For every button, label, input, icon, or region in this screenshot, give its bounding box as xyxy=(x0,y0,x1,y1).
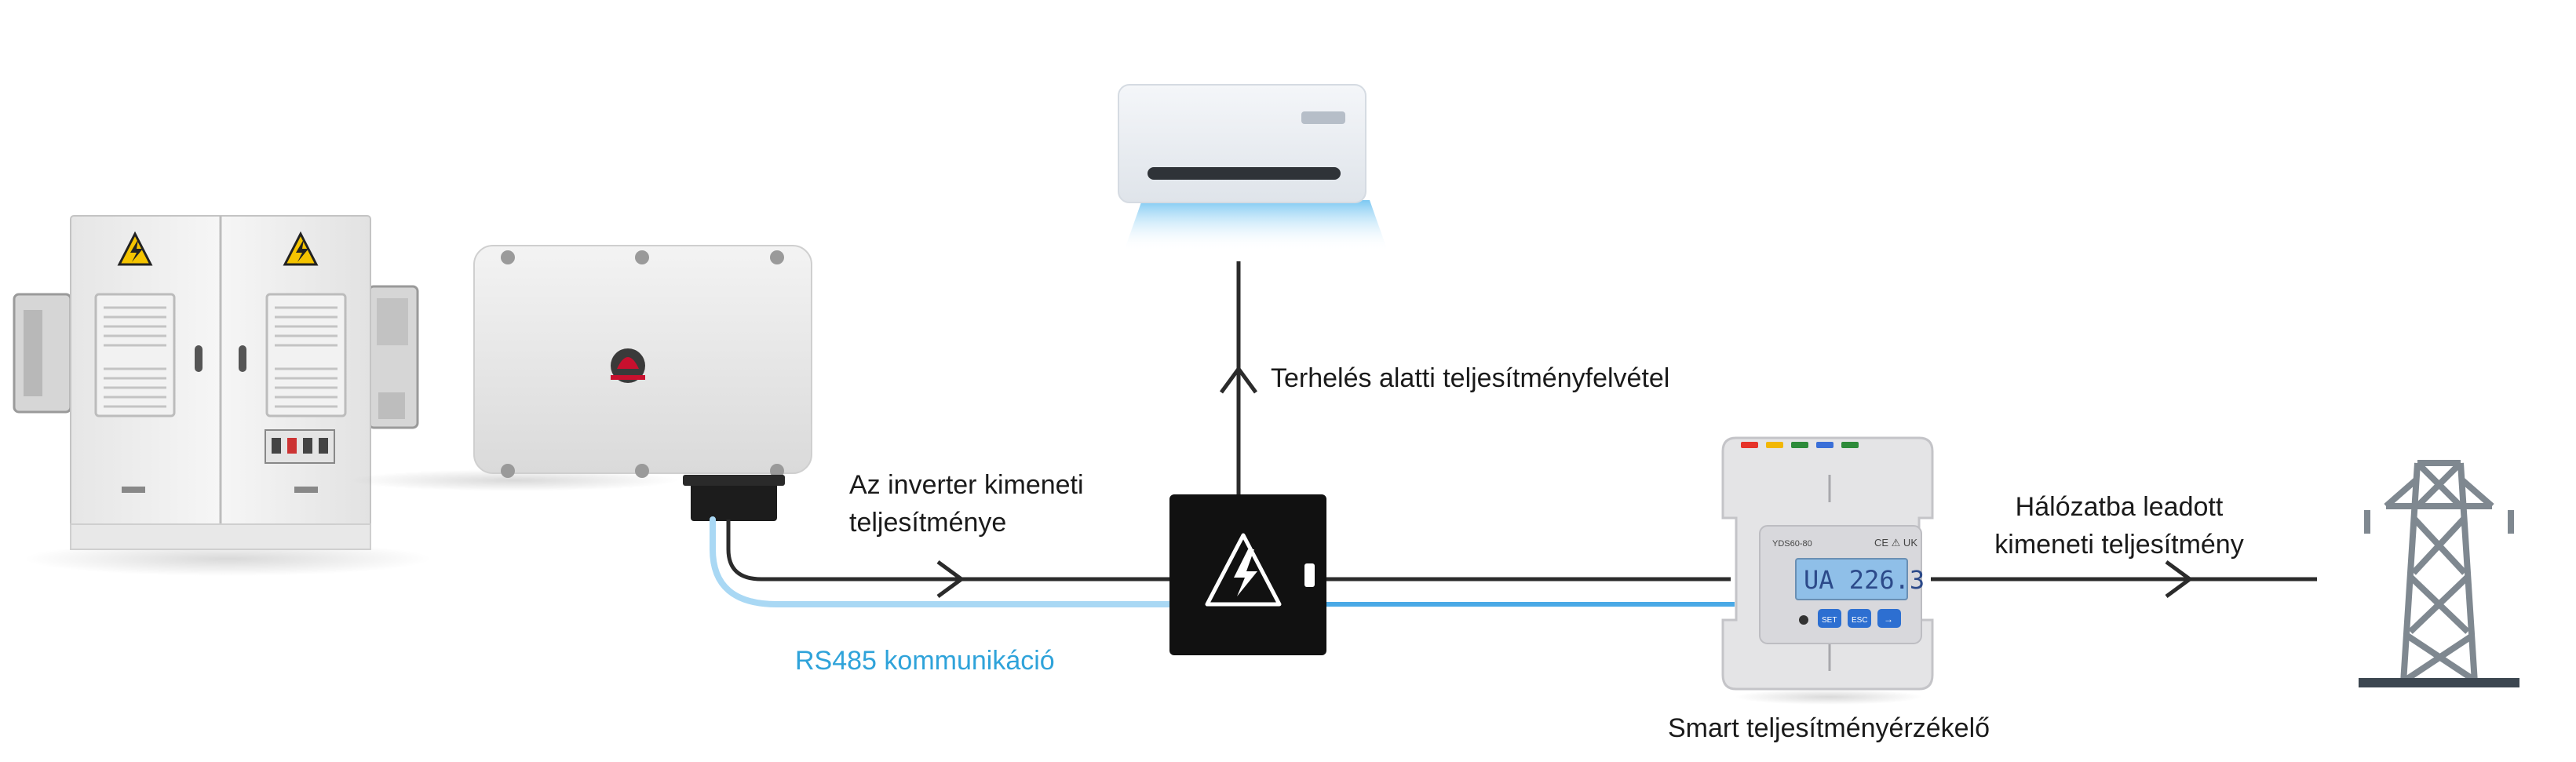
meter-buttons: SET ESC → xyxy=(1799,609,1901,628)
rs485-label: RS485 kommunikáció xyxy=(795,646,1055,676)
tower-base xyxy=(2359,678,2519,687)
smart-meter: YDS60-80 CE ⚠ UK UA 226.3 SET ESC → xyxy=(1721,436,1934,705)
inverter-output-label: Az inverter kimeneti teljesítménye xyxy=(849,470,1084,538)
meter-set-button[interactable] xyxy=(1818,609,1841,628)
meter-next-button[interactable] xyxy=(1877,609,1901,628)
transmission-tower-icon xyxy=(2364,460,2514,684)
arrow-up-icon xyxy=(1219,366,1258,394)
grid-output-label: Hálózatba leadott kimeneti teljesítmény xyxy=(1994,492,2244,560)
svg-text:ESC: ESC xyxy=(1852,616,1868,625)
smart-meter-label: Smart teljesítményérzékelő xyxy=(1668,713,1990,743)
inverter-output-line xyxy=(726,520,1169,582)
arrow-right-icon xyxy=(936,560,964,599)
svg-text:SET: SET xyxy=(1822,616,1837,625)
svg-text:→: → xyxy=(1884,614,1893,625)
terminal-markers xyxy=(1741,442,1859,448)
meter-esc-button[interactable] xyxy=(1848,609,1871,628)
meter-model-label: YDS60-80 xyxy=(1772,539,1812,549)
distribution-box xyxy=(1169,494,1326,655)
meter-lcd xyxy=(1795,558,1908,600)
high-voltage-icon xyxy=(1205,533,1282,607)
load-consumption-label: Terhelés alatti teljesítményfelvétel xyxy=(1271,363,1670,393)
power-lines xyxy=(710,261,2317,607)
inverter xyxy=(349,245,812,521)
brand-logo-icon xyxy=(611,348,645,383)
arrow-right-icon xyxy=(2165,560,2192,599)
vent-grille xyxy=(104,306,338,408)
meter-lcd-reading: UA 226.3 xyxy=(1804,565,1925,595)
air-conditioner xyxy=(1118,84,1388,251)
meter-certification-marks: CE ⚠ UK xyxy=(1874,537,1917,549)
storage-cabinet xyxy=(13,215,432,576)
